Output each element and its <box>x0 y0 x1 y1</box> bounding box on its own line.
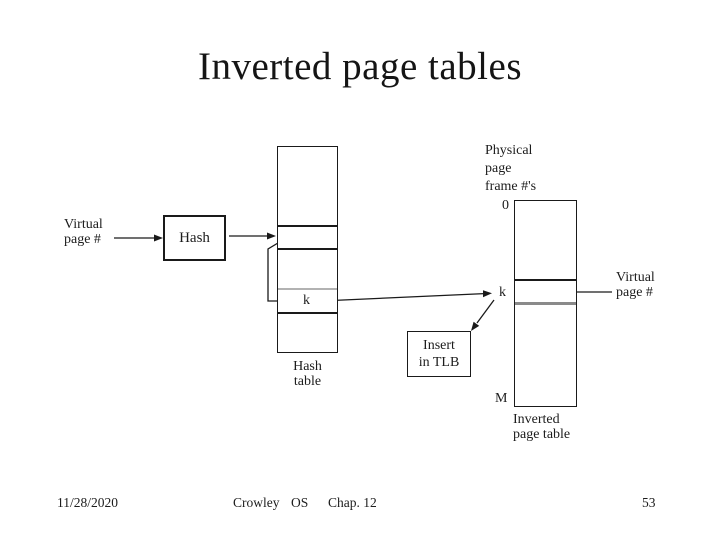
hash-function-label: Hash <box>179 229 210 246</box>
page-title: Inverted page tables <box>197 45 523 88</box>
frame-index-k: k <box>499 285 506 300</box>
virtual-page-label-right: Virtual page # <box>616 270 655 300</box>
insert-in-tlb-label: Insert in TLB <box>418 338 460 370</box>
hash-table-divider-3 <box>278 288 337 290</box>
hash-function-box: Hash <box>163 215 226 261</box>
inverted-table-caption: Inverted page table <box>513 412 571 442</box>
insert-in-tlb-box: Insert in TLB <box>407 331 471 377</box>
hash-table-divider-2 <box>278 248 337 250</box>
hash-table <box>277 146 338 353</box>
virtual-to-hash-arrow <box>114 234 163 242</box>
footer-page-number: 53 <box>642 495 656 510</box>
inverted-table-divider-1 <box>515 279 576 281</box>
inverted-page-table <box>514 200 577 407</box>
hash-table-caption: Hash table <box>293 359 322 389</box>
footer-author: Crowley <box>233 495 280 510</box>
frame-k-to-tlb-arrow <box>471 299 495 331</box>
footer-course: OS <box>291 495 309 510</box>
hash-table-divider-4 <box>278 312 337 314</box>
hash-table-entry-k: k <box>303 293 310 308</box>
physical-frames-label: Physical page frame #'s <box>485 143 537 194</box>
footer-chapter: Chap. 12 <box>328 495 377 510</box>
frame-index-zero: 0 <box>502 198 509 213</box>
footer-date: 11/28/2020 <box>57 495 119 510</box>
frame-index-m: M <box>495 391 508 406</box>
hash-table-divider-1 <box>278 225 337 227</box>
hash-to-hashtable-arrow <box>229 232 276 240</box>
inverted-table-divider-2 <box>515 302 576 305</box>
virtual-page-label-left: Virtual page # <box>64 217 103 247</box>
hashtable-to-invertedtable-arrow <box>320 290 492 302</box>
